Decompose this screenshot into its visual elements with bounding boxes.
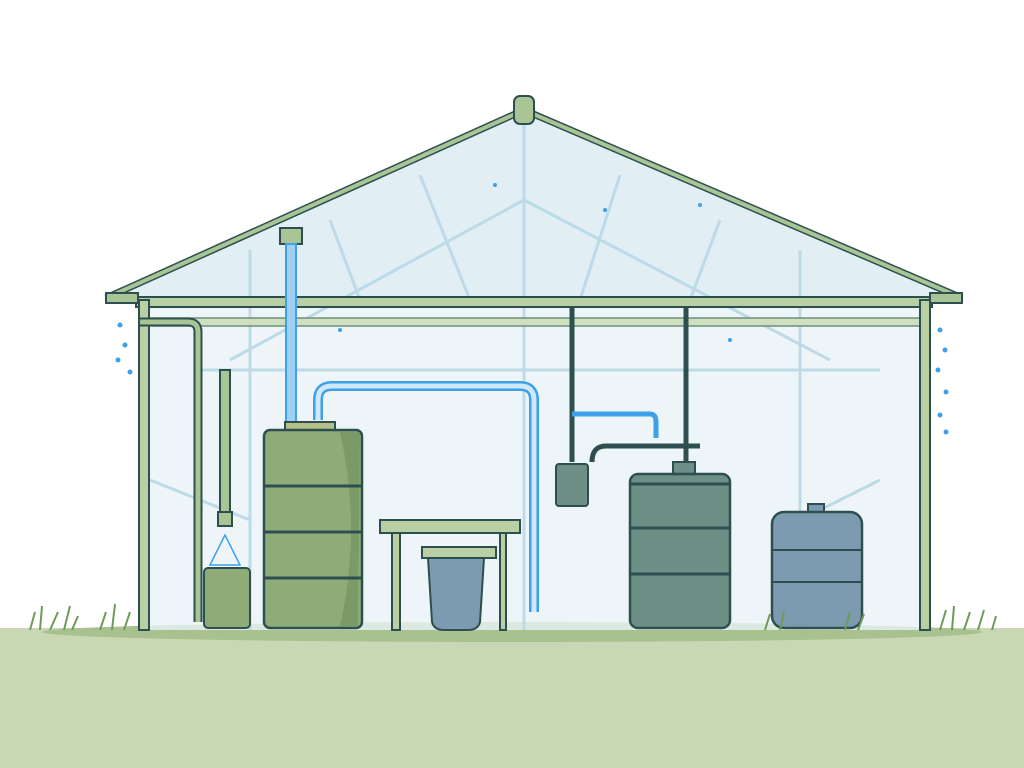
lower-beam (147, 317, 921, 327)
barrel-teal (628, 461, 732, 630)
roof-ridge-cap (513, 95, 535, 125)
barrel-blue (770, 503, 864, 630)
barrel-green-large (262, 421, 364, 630)
left-post (138, 299, 150, 631)
gutter-right (929, 292, 963, 304)
right-post (919, 299, 931, 631)
potting-table (379, 519, 521, 631)
small-jug (203, 533, 251, 629)
eave-beam (135, 296, 933, 308)
rain-drops (115, 183, 949, 435)
downspout-left (140, 317, 233, 622)
ground (0, 628, 1024, 768)
filter-unit (555, 308, 700, 507)
greenhouse-glass-roof (110, 108, 960, 298)
bucket (421, 546, 497, 631)
grass-tufts (29, 603, 997, 631)
gutter-left (105, 292, 139, 304)
